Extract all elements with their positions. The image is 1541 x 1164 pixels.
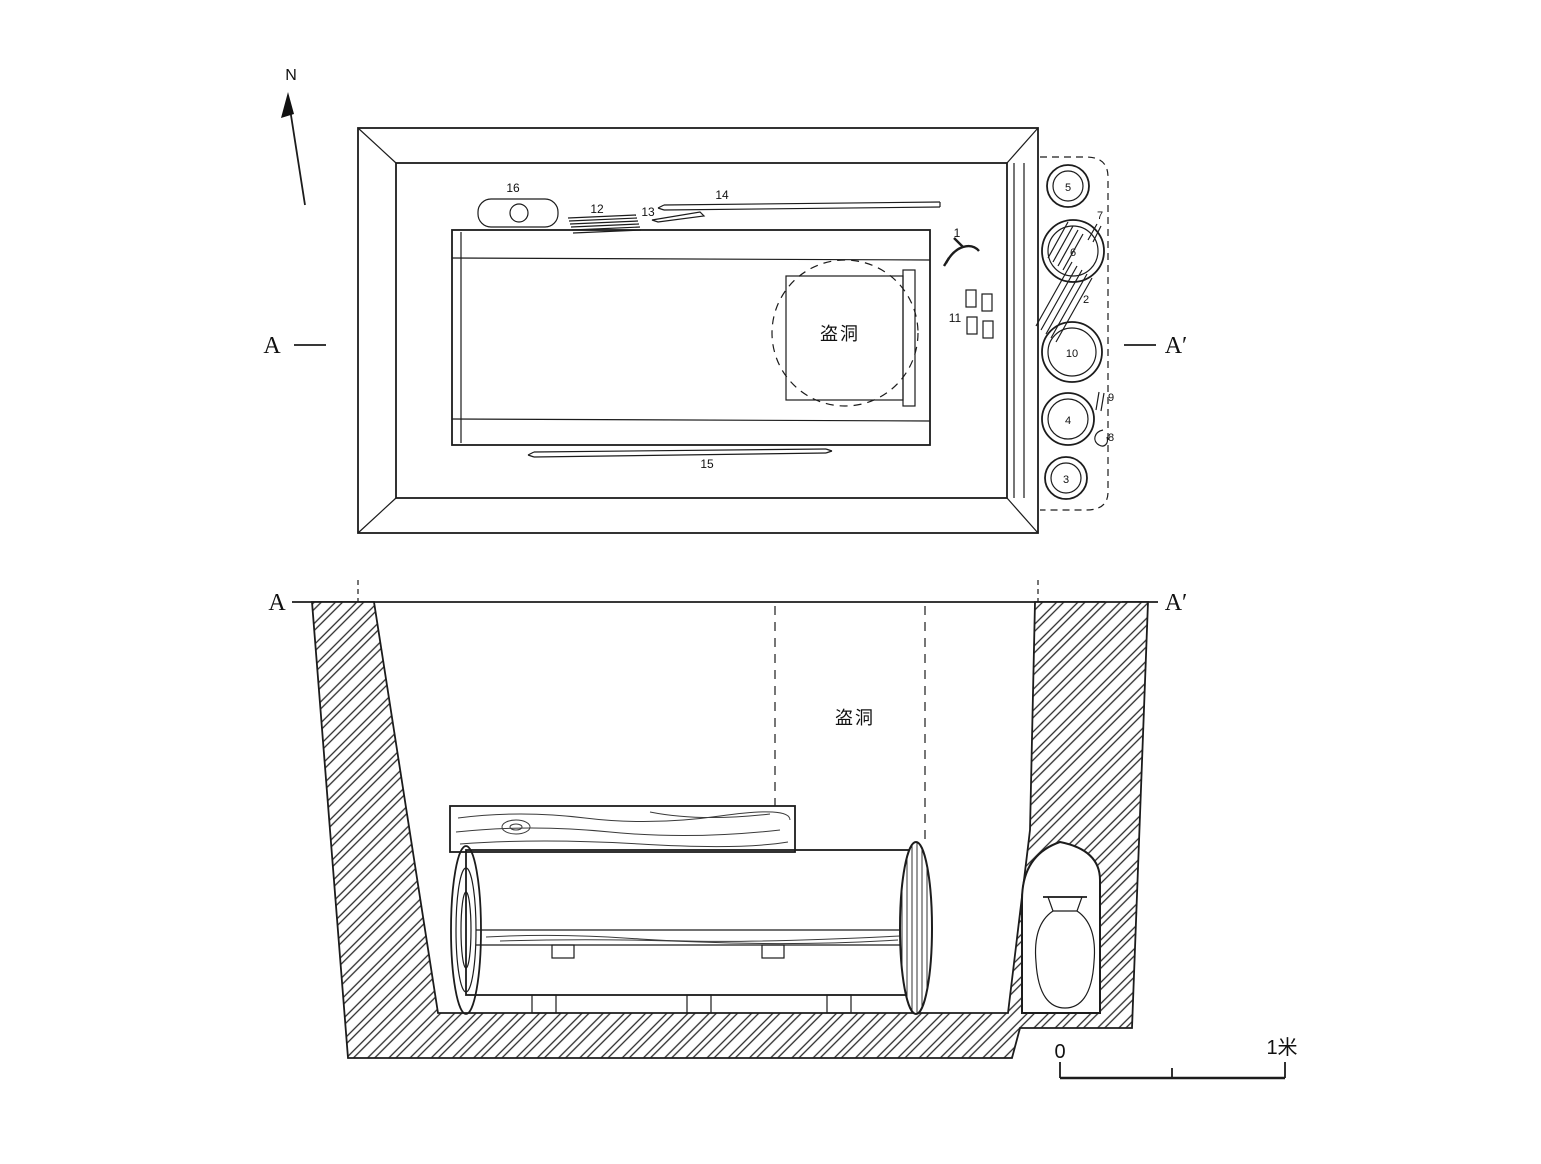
artifact-14-shape	[657, 201, 941, 211]
label-artifact-9: 9	[1108, 392, 1114, 404]
coffin-foot-1	[531, 994, 557, 1014]
niche-pot-3: 3	[1044, 456, 1088, 500]
north-label: N	[285, 67, 297, 84]
artifact-16-ring	[509, 203, 529, 223]
artifact-1-shape	[942, 237, 980, 267]
artifact-2-shape	[1035, 221, 1093, 343]
coffin-body	[465, 849, 917, 996]
plan-coffin-bottom-board	[451, 418, 931, 422]
plan-coffin-top-board	[451, 257, 931, 261]
plan-view: 盗洞 16 12 13	[263, 127, 1187, 534]
plan-section-label-left: A	[263, 333, 281, 359]
artifact-11-shape	[965, 289, 994, 339]
artifact-7-shape	[1087, 223, 1102, 243]
coffin-floor-grain-1	[485, 934, 901, 942]
section-robber-hole: 盗洞	[774, 606, 926, 842]
section-niche	[1021, 840, 1101, 1014]
artifact-9-shape	[1095, 391, 1105, 412]
plan-coffin-end-board	[902, 269, 916, 407]
lid-grain-3	[459, 840, 789, 848]
artifact-13-shape	[651, 211, 706, 223]
artifact-8-shape	[1094, 429, 1109, 447]
label-artifact-8: 8	[1108, 432, 1114, 444]
coffin-cleat-1	[551, 944, 575, 959]
scale-max-label: 1米	[1266, 1036, 1297, 1059]
artifact-16-shape	[477, 198, 559, 228]
section-label-left: A	[268, 590, 286, 616]
lid-grain-4	[649, 811, 771, 819]
label-artifact-11: 11	[949, 311, 962, 325]
niche-outline	[1040, 156, 1109, 511]
scale-bar: 0 1米	[1054, 1036, 1298, 1080]
lid-knot-inner	[509, 823, 523, 831]
plan-section-label-right: A′	[1165, 333, 1188, 359]
section-robber-hole-label: 盗洞	[835, 708, 875, 728]
section-vessel	[1034, 896, 1096, 1009]
label-artifact-1: 1	[954, 226, 961, 240]
niche-pot-10: 10	[1041, 321, 1103, 383]
plan-corner-tl	[357, 127, 397, 164]
coffin-cleat-2	[761, 944, 785, 959]
plan-artifacts: 16 12 13 14	[477, 181, 994, 471]
label-artifact-10: 10	[1066, 348, 1078, 360]
plan-robber-hole-circle	[771, 259, 919, 407]
label-artifact-15: 15	[700, 457, 714, 471]
lid-grain-2	[455, 827, 781, 837]
label-artifact-5: 5	[1065, 182, 1071, 194]
plan-corner-bl	[357, 497, 397, 534]
north-arrow: N	[281, 67, 306, 206]
coffin-right-end	[899, 841, 933, 1015]
plan-pit-frame	[357, 127, 1039, 534]
scale-zero-label: 0	[1054, 1041, 1065, 1063]
label-artifact-12: 12	[590, 202, 604, 216]
plan-corner-br	[1006, 497, 1039, 534]
label-artifact-16: 16	[506, 181, 520, 195]
section-niche-outline	[1021, 840, 1101, 1014]
label-artifact-4: 4	[1065, 415, 1071, 427]
label-artifact-2: 2	[1083, 294, 1089, 306]
plan-inner-wall	[395, 162, 1008, 499]
plan-robber-hole-label: 盗洞	[820, 324, 860, 344]
section-view: A A′ 盗洞	[268, 580, 1188, 1059]
niche-pot-4: 4	[1041, 392, 1095, 446]
section-label-right: A′	[1165, 590, 1188, 616]
label-artifact-3: 3	[1063, 474, 1069, 486]
lid-grain-1	[457, 811, 791, 823]
label-artifact-14: 14	[715, 188, 729, 202]
artifact-15-shape	[527, 448, 833, 458]
section-coffin	[450, 841, 933, 1015]
section-lid-plank	[449, 805, 796, 853]
coffin-left-end	[450, 845, 482, 1015]
plan-corner-tr	[1006, 127, 1039, 164]
lid-plank-outline	[449, 805, 796, 853]
lid-knot-outer	[501, 819, 531, 835]
plan-coffin: 盗洞	[451, 229, 931, 446]
artifact-12-shape	[567, 214, 642, 234]
niche-pot-5: 5	[1046, 164, 1090, 208]
plan-niche: 5 6 10 4 3	[1035, 156, 1114, 511]
label-artifact-7: 7	[1097, 210, 1103, 222]
coffin-foot-2	[686, 994, 712, 1014]
plan-coffin-outline	[451, 229, 931, 446]
label-artifact-13: 13	[641, 205, 655, 219]
plan-section-markers: A A′	[263, 333, 1187, 359]
coffin-foot-3	[826, 994, 852, 1014]
coffin-floor-grain-2	[499, 939, 899, 945]
north-arrow-head	[281, 92, 294, 118]
plan-outer-wall	[357, 127, 1039, 534]
